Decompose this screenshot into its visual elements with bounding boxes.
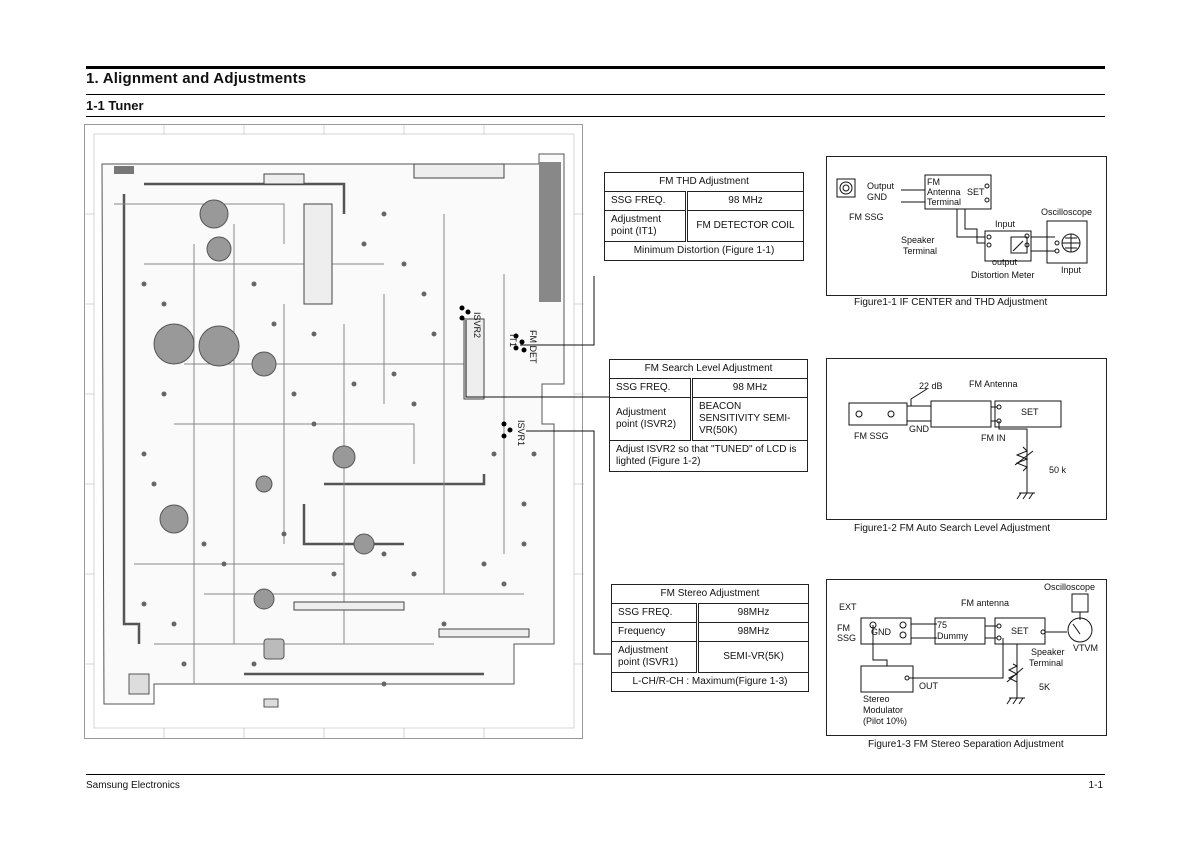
fig3-pilot: (Pilot 10%) <box>863 716 907 726</box>
fig3-modulator: Modulator <box>863 705 903 715</box>
fig1-set: SET <box>967 187 985 197</box>
fig1-fm-ssg: FM SSG <box>849 212 884 222</box>
fm-thd-val-1: FM DETECTOR COIL <box>686 210 804 242</box>
fig3-out: OUT <box>919 681 939 691</box>
pcb-layout-diagram: ISVR2 ISVR1 FM DET IT1 <box>84 124 584 739</box>
fig3-res: 5K <box>1039 682 1050 692</box>
fig3-vtvm: VTVM <box>1073 643 1098 653</box>
fm-stereo-val-0: 98MHz <box>697 603 809 623</box>
fm-thd-table: FM THD Adjustment SSG FREQ. 98 MHz Adjus… <box>604 172 804 261</box>
fig2-set: SET <box>1021 407 1039 417</box>
fm-search-val-1: BEACON SENSITIVITY SEMI-VR(50K) <box>691 397 808 441</box>
fm-stereo-key-2: Adjustment point (ISVR1) <box>611 641 699 673</box>
isvr2-label: ISVR2 <box>472 312 482 338</box>
footer-page-number: 1-1 <box>1088 780 1103 791</box>
fig3-dummy: Dummy <box>937 631 968 641</box>
figure-1-1: Output GND FM SSG FM Antenna SET Termina… <box>826 156 1107 296</box>
fig2-db: 22 dB <box>919 381 943 391</box>
fm-stereo-val-2: SEMI-VR(5K) <box>697 641 809 673</box>
fig2-res: 50 k <box>1049 465 1067 475</box>
fig1-speaker-terminal: Terminal <box>903 246 937 256</box>
section-title: 1. Alignment and Adjustments <box>86 70 307 87</box>
fig3-fm: FM <box>837 623 850 633</box>
fig2-fm-antenna: FM Antenna <box>969 379 1018 389</box>
fig3-set: SET <box>1011 626 1029 636</box>
fm-thd-title: FM THD Adjustment <box>604 172 804 192</box>
fig3-oscilloscope: Oscilloscope <box>1044 582 1095 592</box>
fig3-gnd: GND <box>871 627 892 637</box>
fm-thd-val-0: 98 MHz <box>686 191 804 211</box>
it1-label: IT1 <box>508 334 518 347</box>
figure-1-2-caption: Figure1-2 FM Auto Search Level Adjustmen… <box>854 523 1051 534</box>
fm-thd-note: Minimum Distortion (Figure 1-1) <box>604 241 804 261</box>
fm-search-note: Adjust ISVR2 so that "TUNED" of LCD is l… <box>609 440 808 472</box>
fig1-oscilloscope: Oscilloscope <box>1041 207 1092 217</box>
fm-search-table: FM Search Level Adjustment SSG FREQ. 98 … <box>609 359 808 472</box>
header-bottom-rule <box>86 116 1105 117</box>
fig2-fm-in: FM IN <box>981 433 1006 443</box>
fig1-speaker: Speaker <box>901 235 935 245</box>
fm-stereo-title: FM Stereo Adjustment <box>611 584 809 604</box>
fm-search-title: FM Search Level Adjustment <box>609 359 808 379</box>
fm-stereo-key-1: Frequency <box>611 622 699 642</box>
fm-stereo-table: FM Stereo Adjustment SSG FREQ. 98MHz Fre… <box>611 584 809 692</box>
fig3-ssg: SSG <box>837 633 856 643</box>
header-top-rule <box>86 66 1105 69</box>
subsection-title: 1-1 Tuner <box>86 98 144 113</box>
figure-1-3: Oscilloscope EXT FM antenna FM SSG GND 7… <box>826 579 1107 736</box>
fig1-antenna: Antenna <box>927 187 961 197</box>
fm-thd-key-0: SSG FREQ. <box>604 191 688 211</box>
fig3-fm-antenna: FM antenna <box>961 598 1009 608</box>
footer-rule <box>86 774 1105 775</box>
fig1-input: Input <box>995 219 1016 229</box>
fig3-ext: EXT <box>839 602 857 612</box>
fig2-gnd: GND <box>909 424 930 434</box>
figure-1-3-caption: Figure1-3 FM Stereo Separation Adjustmen… <box>868 739 1064 750</box>
fig3-speaker: Speaker <box>1031 647 1065 657</box>
figure-1-2: 22 dB FM Antenna SET FM SSG GND FM IN 50… <box>826 358 1107 520</box>
header-mid-rule <box>86 94 1105 95</box>
fig1-gnd: GND <box>867 192 888 202</box>
fm-stereo-val-1: 98MHz <box>697 622 809 642</box>
fig3-stereo: Stereo <box>863 694 890 704</box>
fig1-output: Output <box>867 181 895 191</box>
fm-search-key-1: Adjustment point (ISVR2) <box>609 397 693 441</box>
fig1-terminal: Terminal <box>927 197 961 207</box>
fig2-fm-ssg: FM SSG <box>854 431 889 441</box>
fm-search-key-0: SSG FREQ. <box>609 378 693 398</box>
figure-1-1-caption: Figure1-1 IF CENTER and THD Adjustment <box>854 297 1048 308</box>
fm-thd-key-1: Adjustment point (IT1) <box>604 210 688 242</box>
fig1-input2: Input <box>1061 265 1082 275</box>
footer-left: Samsung Electronics <box>86 780 180 791</box>
fm-det-label: FM DET <box>528 330 538 364</box>
fig1-output-lc: output <box>992 257 1018 267</box>
fig1-distortion-meter: Distortion Meter <box>971 270 1035 280</box>
fm-stereo-note: L-CH/R-CH : Maximum(Figure 1-3) <box>611 672 809 692</box>
fm-search-val-0: 98 MHz <box>691 378 808 398</box>
fig3-dummy-val: 75 <box>937 620 947 630</box>
fig1-fm: FM <box>927 177 940 187</box>
isvr1-label: ISVR1 <box>516 420 526 446</box>
fig3-terminal: Terminal <box>1029 658 1063 668</box>
fm-stereo-key-0: SSG FREQ. <box>611 603 699 623</box>
